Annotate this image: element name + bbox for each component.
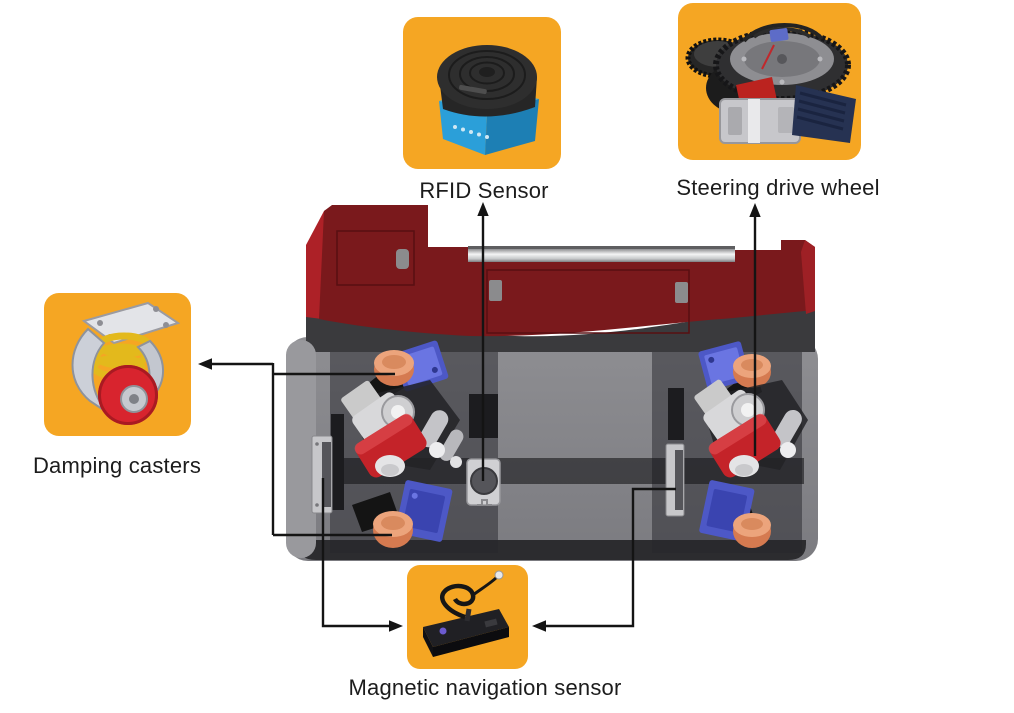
callout-box-damping: [44, 293, 191, 436]
leader-magnetic-right: [532, 487, 676, 632]
callout-box-rfid: [403, 17, 561, 169]
left-edge-column: [286, 340, 316, 558]
left-slot: [331, 414, 344, 510]
caster-bottom-right: [699, 480, 771, 548]
right-slot: [668, 388, 684, 440]
leader-rfid: [477, 202, 489, 481]
steering-drive-wheel-left: [341, 380, 464, 478]
callout-box-magnetic: [407, 565, 528, 669]
magnetic-navigation-sensor-photo: [423, 570, 509, 657]
chrome-rail: [468, 246, 735, 262]
label-rfid-sensor: RFID Sensor: [419, 178, 549, 203]
red-upper-body: [306, 205, 815, 337]
caster-bottom-left: [352, 480, 453, 548]
label-damping-casters: Damping casters: [32, 453, 202, 478]
callout-box-steering: [678, 3, 861, 160]
agv-machine: [286, 205, 818, 561]
label-steering-drive-wheel: Steering drive wheel: [676, 175, 880, 200]
leader-damping: [198, 358, 395, 537]
leader-magnetic-left: [321, 478, 403, 632]
rfid-reader-photo: [437, 45, 539, 155]
steering-drive-wheel-photo: [685, 23, 856, 144]
magnetic-sensor-bar-right: [665, 443, 685, 517]
label-magnetic-navigation-sensor: Magnetic navigation sensor: [348, 675, 622, 700]
leader-steering: [749, 203, 761, 456]
leader-lines: [198, 202, 761, 632]
damping-caster-photo: [71, 301, 181, 425]
